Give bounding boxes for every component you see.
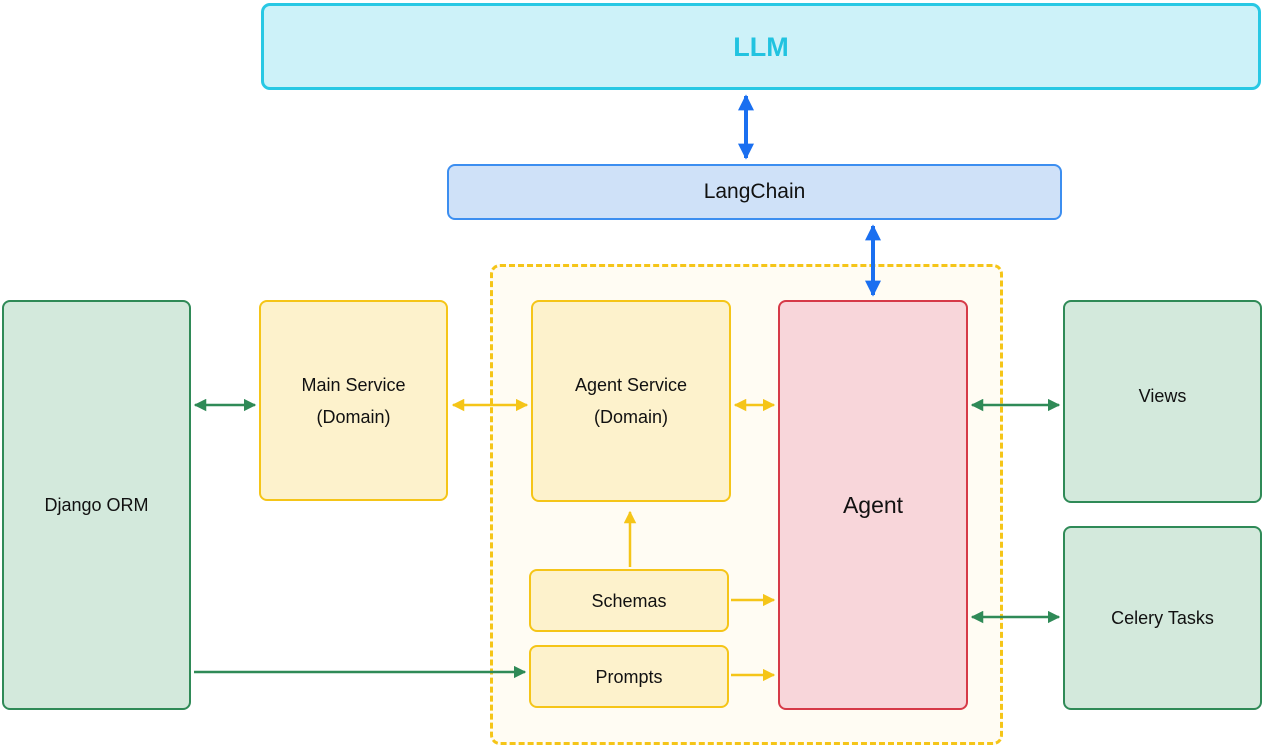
views-label: Views xyxy=(1138,385,1187,406)
schemas-label: Schemas xyxy=(591,590,667,611)
prompts-box: Prompts xyxy=(529,645,729,708)
views-box: Views xyxy=(1063,300,1262,503)
llm-label: LLM xyxy=(733,31,789,62)
celery-tasks-box: Celery Tasks xyxy=(1063,526,1262,710)
langchain-label: LangChain xyxy=(703,180,806,203)
agent-label: Agent xyxy=(842,492,904,518)
llm-box: LLM xyxy=(261,3,1261,90)
langchain-box: LangChain xyxy=(447,164,1062,220)
django-orm-box: Django ORM xyxy=(2,300,191,710)
celery-tasks-label: Celery Tasks xyxy=(1111,608,1214,628)
django-orm-label: Django ORM xyxy=(44,495,149,515)
agent-service-box: Agent Service (Domain) xyxy=(531,300,731,502)
agent-box: Agent xyxy=(778,300,968,710)
schemas-box: Schemas xyxy=(529,569,729,632)
agent-service-label: Agent Service (Domain) xyxy=(574,375,688,427)
main-service-label: Main Service (Domain) xyxy=(301,374,406,427)
prompts-label: Prompts xyxy=(595,666,663,687)
main-service-box: Main Service (Domain) xyxy=(259,300,448,501)
